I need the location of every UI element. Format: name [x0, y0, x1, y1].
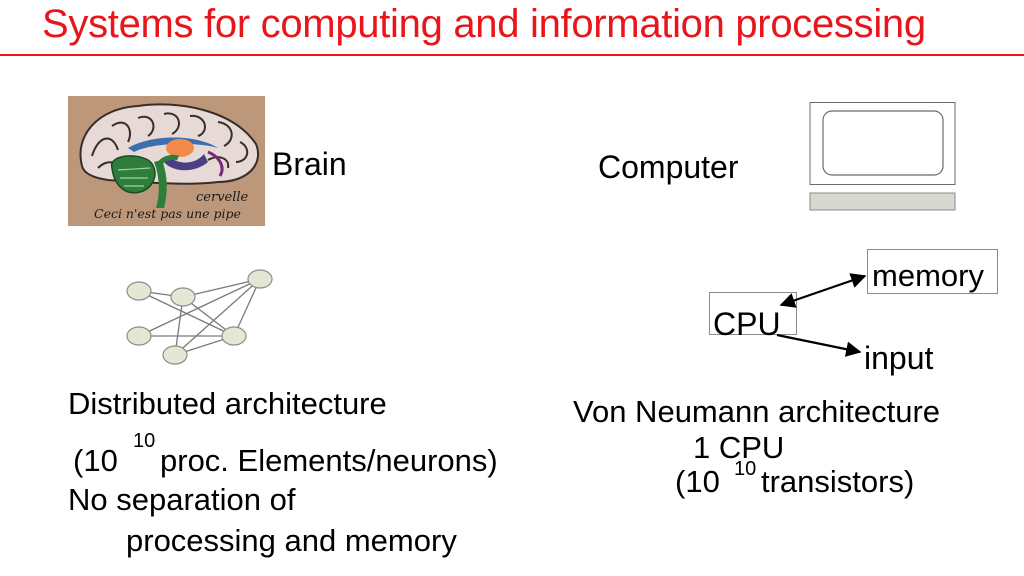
computer-label: Computer — [598, 149, 739, 185]
no-separation-line: No separation of — [68, 482, 296, 517]
transistors-prefix: (10 — [675, 464, 720, 499]
network-node — [247, 269, 273, 289]
brain-illustration-icon: cervelle Ceci n'est pas une pipe — [68, 96, 265, 226]
cpu-label: CPU — [713, 306, 781, 342]
one-cpu-line: 1 CPU — [693, 430, 785, 465]
network-node — [162, 345, 188, 365]
neural-network-graph-icon — [126, 269, 273, 365]
neurons-suffix: proc. Elements/neurons) — [160, 443, 498, 478]
brain-caption-1: cervelle — [196, 190, 249, 205]
title-underline — [0, 54, 1024, 56]
brain-label: Brain — [272, 146, 347, 182]
cpu-memory-arrow — [779, 273, 867, 308]
network-node — [221, 326, 247, 346]
cpu-input-arrow — [776, 333, 862, 357]
slide-title: Systems for computing and information pr… — [42, 2, 926, 46]
transistors-suffix: transistors) — [761, 464, 915, 499]
transistors-exponent: 10 — [734, 458, 757, 480]
neurons-prefix: (10 — [73, 443, 118, 478]
input-label: input — [864, 340, 934, 376]
distributed-architecture-heading: Distributed architecture — [68, 386, 387, 421]
neurons-exponent: 10 — [133, 430, 156, 452]
neurons-count-line: (10 — [73, 443, 118, 479]
processing-memory-line: processing and memory — [126, 523, 457, 558]
network-node — [170, 287, 196, 307]
memory-box — [867, 249, 998, 294]
network-node — [126, 281, 152, 301]
von-neumann-heading: Von Neumann architecture — [573, 394, 941, 429]
computer-monitor-icon — [809, 102, 956, 211]
memory-label: memory — [872, 258, 984, 293]
brain-caption-2: Ceci n'est pas une pipe — [94, 206, 241, 221]
network-node — [126, 326, 152, 346]
